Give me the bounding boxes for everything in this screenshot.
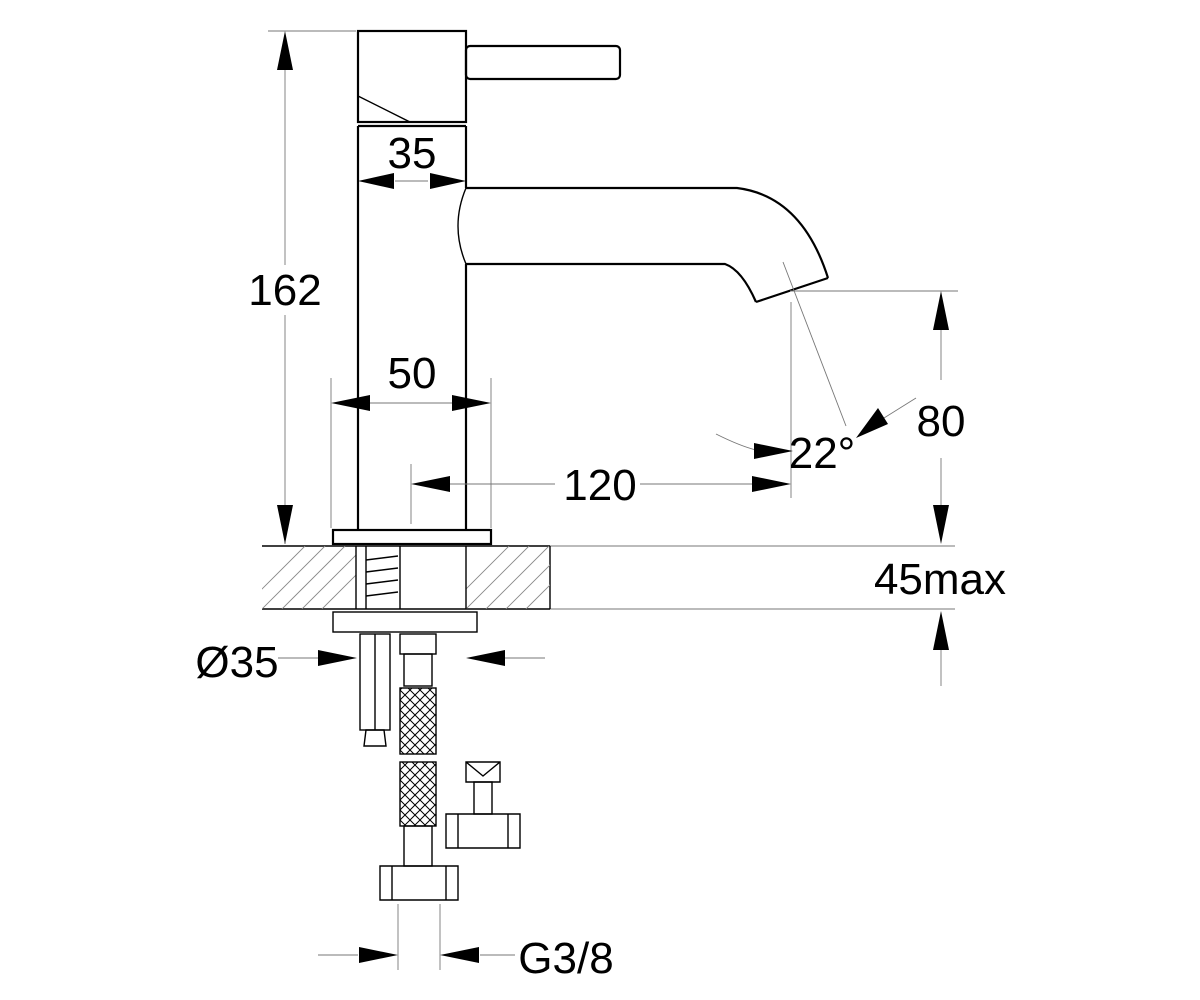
dimension-spout-angle: 22° [715, 261, 917, 478]
dimension-body-width: 35 [358, 129, 466, 189]
dimension-height: 162 [248, 30, 356, 544]
deck-section [262, 545, 955, 633]
dimension-height-label: 162 [248, 266, 321, 315]
dimension-spout-reach-label: 120 [563, 461, 636, 510]
dimension-body-width-label: 35 [388, 129, 437, 178]
supply-hoses [359, 633, 521, 970]
dimension-deck-thickness: 45max [874, 555, 1006, 686]
dimension-base-width: 50 [330, 349, 492, 528]
dimension-clearance-label: 80 [917, 397, 966, 446]
dimension-base-width-label: 50 [388, 349, 437, 398]
dimension-clearance: 80 [790, 290, 966, 544]
faucet-spout [457, 186, 830, 304]
dimension-spout-angle-label: 22° [789, 429, 856, 478]
dimension-spout-reach: 120 [410, 302, 792, 524]
dimension-deck-thickness-label: 45max [874, 555, 1006, 604]
faucet-handle [356, 29, 622, 124]
dimension-shank-diameter-label: Ø35 [195, 638, 278, 687]
dimension-connection-thread: G3/8 [318, 934, 614, 983]
dimension-shank-diameter: Ø35 [195, 638, 545, 687]
faucet-body [331, 124, 493, 546]
dimension-connection-thread-label: G3/8 [518, 934, 613, 983]
